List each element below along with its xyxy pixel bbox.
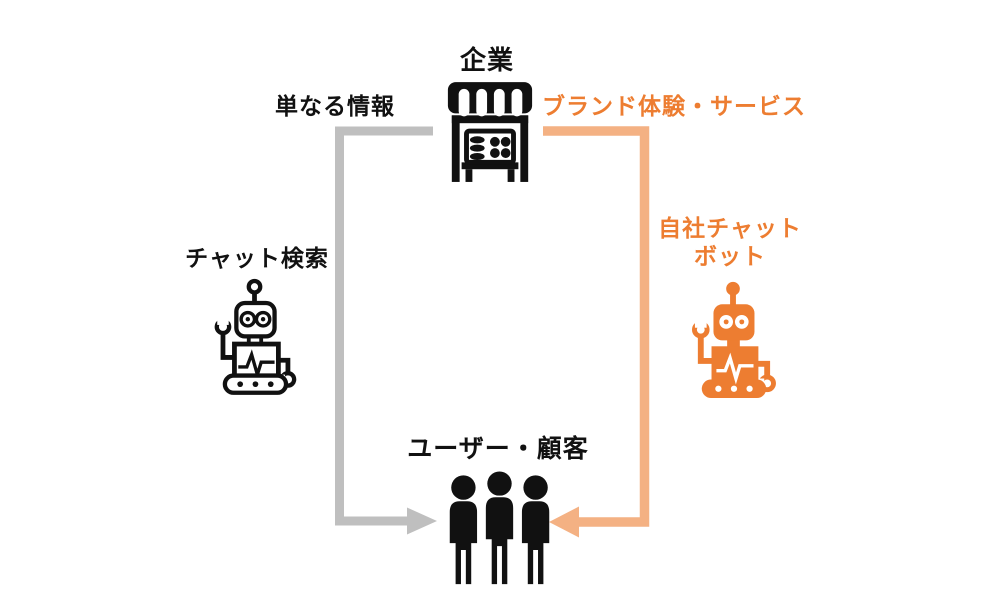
- company-chatbot-label: 自社チャット ボット: [630, 214, 830, 270]
- chat-search-label: チャット検索: [185, 245, 329, 271]
- company-chatbot-label-line1: 自社チャット: [658, 215, 802, 241]
- people-group-icon: [449, 470, 550, 586]
- company-label: 企業: [459, 45, 514, 75]
- users-label: ユーザー・顧客: [407, 435, 589, 463]
- right-edge-label: ブランド体験・サービス: [542, 93, 806, 119]
- left-edge-label: 単なる情報: [275, 93, 395, 119]
- chat-search-robot-icon: [214, 278, 297, 395]
- orange-arrow: [543, 126, 650, 538]
- company-chatbot-robot-icon: [692, 281, 776, 399]
- company-chatbot-label-line2: ボット: [694, 243, 766, 269]
- storefront-icon: [447, 82, 533, 182]
- gray-arrow: [335, 126, 437, 535]
